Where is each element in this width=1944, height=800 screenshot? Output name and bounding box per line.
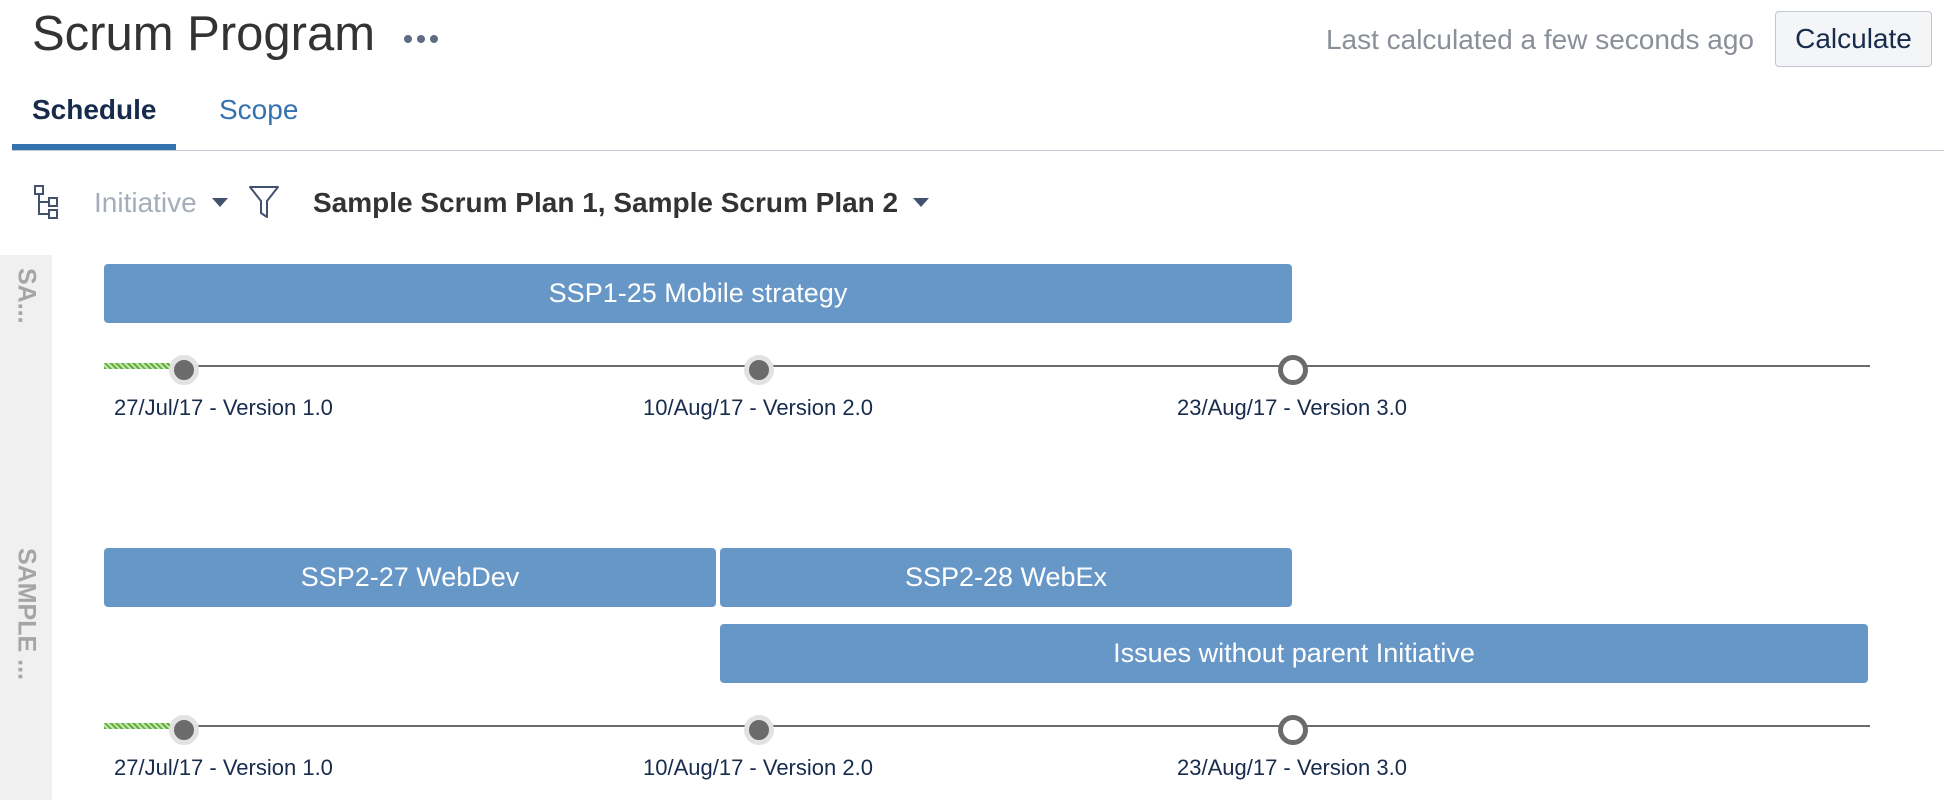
milestone-marker[interactable] [1278,355,1308,385]
initiative-bar[interactable]: SSP1-25 Mobile strategy [104,264,1292,323]
milestone-marker[interactable] [744,355,774,385]
hierarchy-icon[interactable] [34,184,60,220]
tab-schedule[interactable]: Schedule [32,94,157,125]
milestone-label: 27/Jul/17 - Version 1.0 [114,755,333,780]
milestone-marker[interactable] [169,355,199,385]
initiative-bar[interactable]: SSP2-27 WebDev [104,548,716,607]
timeline-progress [104,723,170,729]
ellipsis-icon [404,35,412,43]
milestone-marker[interactable] [169,715,199,745]
ellipsis-dot [430,35,438,43]
tabs-divider [12,150,1944,151]
calculate-button[interactable]: Calculate [1775,11,1932,67]
swimlane-label[interactable]: SAMPLE ... [12,548,41,680]
chevron-down-icon[interactable] [913,198,929,207]
timeline-axis [104,725,1870,727]
milestone-label: 27/Jul/17 - Version 1.0 [114,395,333,420]
ellipsis-dot [417,35,425,43]
last-calculated-text: Last calculated a few seconds ago [1325,24,1754,55]
chevron-down-icon[interactable] [212,198,228,207]
active-tab-indicator [12,144,176,150]
tab-scope[interactable]: Scope [219,94,299,125]
milestone-marker[interactable] [744,715,774,745]
milestone-label: 23/Aug/17 - Version 3.0 [1177,395,1407,420]
milestone-label: 23/Aug/17 - Version 3.0 [1177,755,1407,780]
hierarchy-level-select[interactable]: Initiative [94,187,197,218]
milestone-marker[interactable] [1278,715,1308,745]
orphan-issues-bar[interactable]: Issues without parent Initiative [720,624,1868,683]
plan-selector[interactable]: Sample Scrum Plan 1, Sample Scrum Plan 2 [313,187,899,218]
swimlane-label-strip [0,255,52,800]
timeline-progress [104,363,170,369]
timeline-axis [104,365,1870,367]
swimlane-label[interactable]: SA... [12,268,41,324]
page-title: Scrum Program [32,7,376,61]
milestone-label: 10/Aug/17 - Version 2.0 [643,755,873,780]
initiative-bar[interactable]: SSP2-28 WebEx [720,548,1292,607]
filter-icon[interactable] [248,184,280,220]
milestone-label: 10/Aug/17 - Version 2.0 [643,395,873,420]
more-actions-button[interactable] [402,24,440,54]
